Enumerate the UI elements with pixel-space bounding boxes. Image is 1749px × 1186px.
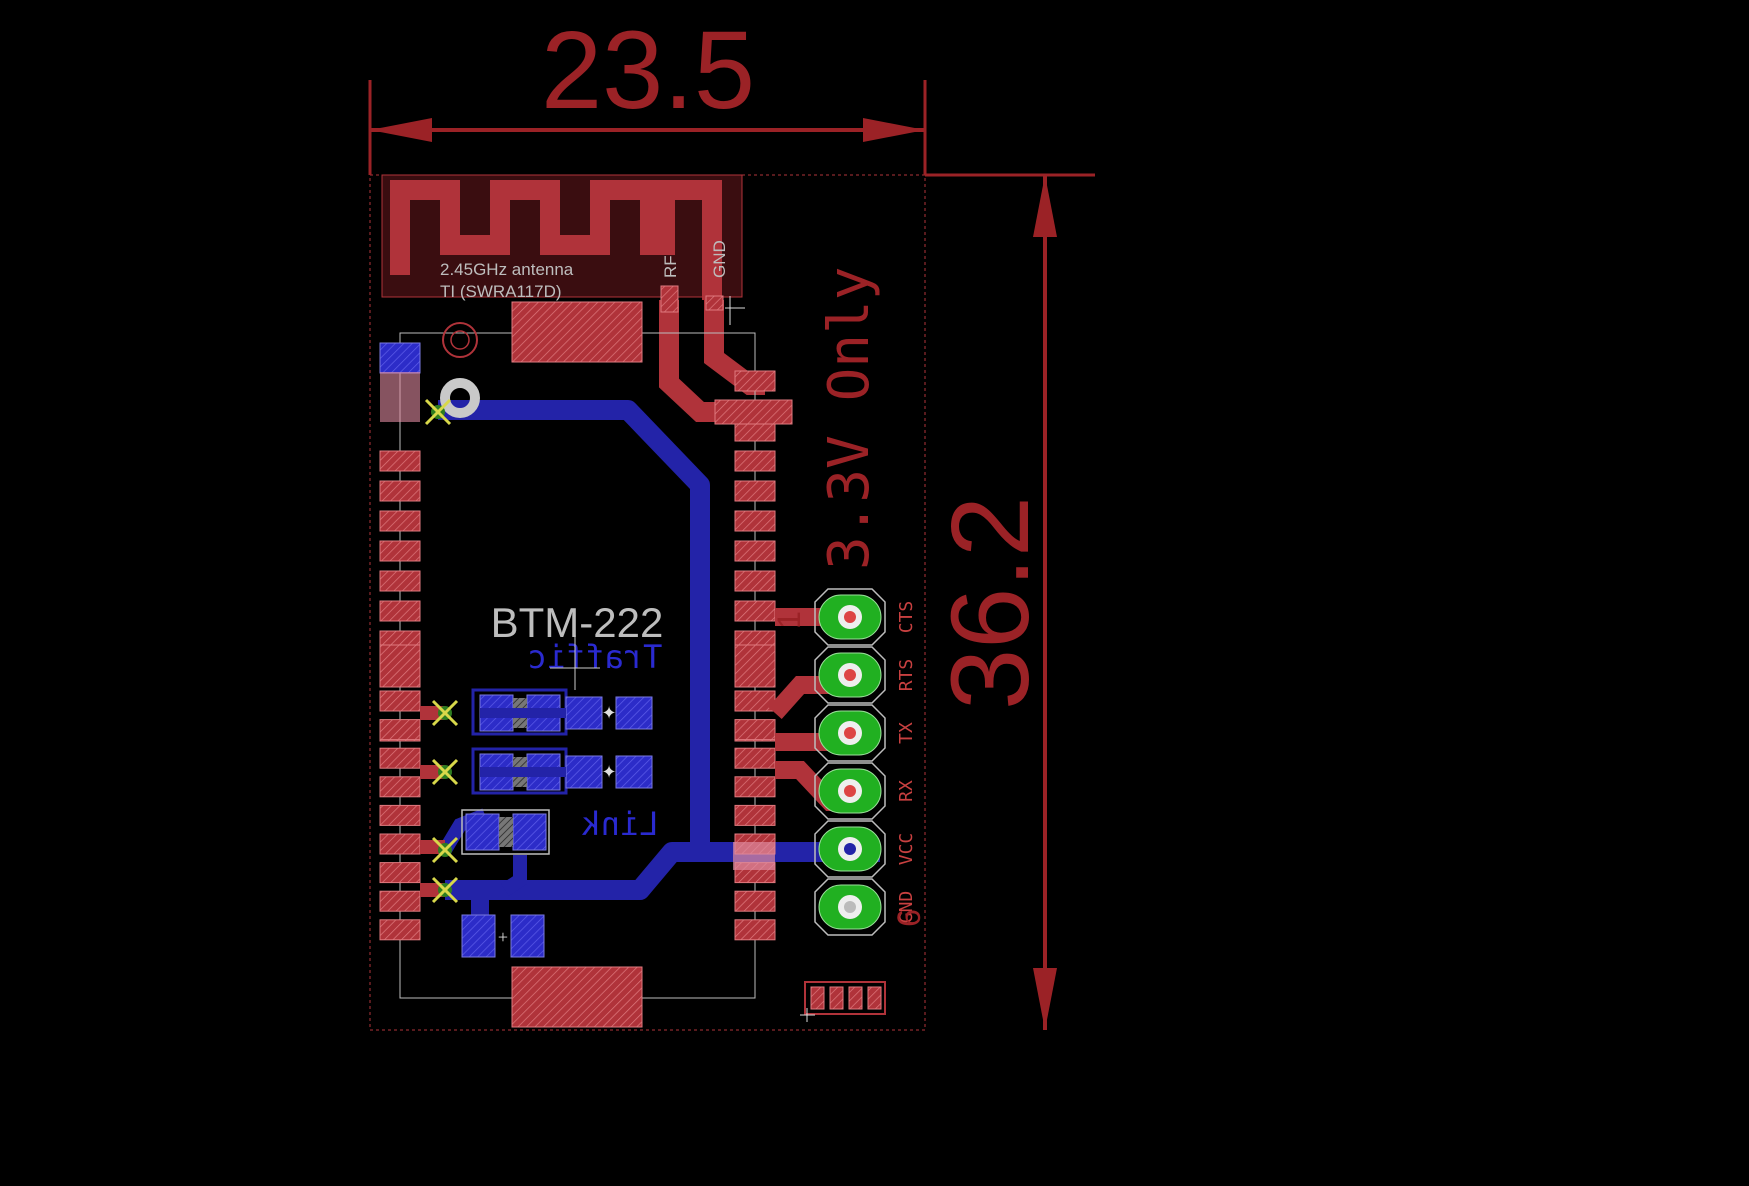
via-top <box>440 378 480 418</box>
height-dimension: 36.2 <box>925 173 1095 1030</box>
via-marker <box>431 699 459 727</box>
header-pin-label: VCC <box>896 833 917 866</box>
width-dimension-label: 23.5 <box>541 9 755 132</box>
left-smd-pad <box>379 862 421 884</box>
right-pad-column <box>734 370 776 941</box>
header-pin-label: RTS <box>896 659 917 692</box>
header-pin-label: TX <box>896 722 917 744</box>
antenna-label-line2: TI (SWRA117D) <box>440 282 562 301</box>
left-smd-pad <box>379 804 421 826</box>
right-wide-pad <box>714 399 793 425</box>
svg-text:+: + <box>498 927 508 947</box>
header-pin-rts: RTS <box>818 652 917 698</box>
header-pin-rx: RX <box>818 768 917 814</box>
left-smd-pad <box>379 747 421 769</box>
mounting-hole <box>442 322 478 358</box>
header-pin-vcc: VCC <box>818 826 917 872</box>
antenna-gnd-label: GND <box>710 240 729 278</box>
header-pin-label: CTS <box>896 601 917 634</box>
right-smd-pad <box>734 776 776 798</box>
traffic-led-group: ✦ <box>471 688 653 736</box>
right-smd-pad <box>734 510 776 532</box>
antenna-trace <box>390 180 722 300</box>
right-smd-pad <box>734 480 776 502</box>
left-smd-pad <box>379 919 421 941</box>
resistor-part <box>461 809 550 855</box>
svg-text:✦: ✦ <box>601 703 616 723</box>
pin-header: CTS RTS TX RX VCC GND <box>814 588 917 936</box>
capacitor-part: + <box>461 914 545 958</box>
left-smd-pad <box>379 450 421 472</box>
traffic-led-label: Traffic <box>528 638 663 676</box>
via-marker <box>431 758 459 786</box>
header-outline <box>814 588 886 936</box>
via-marker <box>424 398 452 426</box>
right-smd-pad <box>734 719 776 741</box>
left-smd-pad <box>379 833 421 855</box>
bottom-trace-gnd <box>445 842 700 900</box>
small-footprint <box>800 981 886 1022</box>
right-smd-pad <box>734 690 776 712</box>
via-marker <box>431 876 459 904</box>
header-first-pin-number: 1 <box>771 611 807 629</box>
left-smd-pad <box>379 510 421 532</box>
height-dimension-label: 36.2 <box>929 496 1052 710</box>
header-last-pin-number: 6 <box>891 909 927 927</box>
antenna-rf-label: RF <box>661 255 680 278</box>
right-smd-pad <box>734 570 776 592</box>
header-pin-label: RX <box>896 780 917 802</box>
left-top-blue-pad <box>379 342 421 374</box>
left-large-pad <box>379 644 421 688</box>
via-markers <box>424 398 459 904</box>
link-led-group: ✦ <box>471 747 653 795</box>
left-smd-pad <box>379 776 421 798</box>
module-name-label: BTM-222 <box>491 599 664 646</box>
antenna-label-line1: 2.45GHz antenna <box>440 260 574 279</box>
left-smd-pad <box>379 690 421 712</box>
right-smd-pad <box>734 370 776 392</box>
left-smd-pad <box>379 480 421 502</box>
left-smd-pad <box>379 890 421 912</box>
top-shield-pad <box>511 301 643 363</box>
link-led-label: Link <box>581 805 658 843</box>
via-marker <box>431 836 459 864</box>
right-smd-pad <box>734 600 776 622</box>
right-smd-pad <box>734 540 776 562</box>
header-pin-label: GND <box>896 891 917 924</box>
right-smd-pad <box>734 450 776 472</box>
bottom-shield-pad <box>511 966 643 1028</box>
right-smd-pad <box>734 804 776 826</box>
right-smd-pad <box>734 919 776 941</box>
width-dimension: 23.5 <box>368 9 927 175</box>
left-pad-column <box>379 450 421 941</box>
left-smd-pad <box>379 540 421 562</box>
svg-text:✦: ✦ <box>601 762 616 782</box>
left-smd-pad <box>379 600 421 622</box>
header-pin-tx: TX <box>818 710 917 756</box>
gnd-feed-pad <box>705 295 724 311</box>
right-smd-pad <box>734 747 776 769</box>
voltage-warning-label: 3.3V Only <box>817 267 882 570</box>
left-smd-pad <box>379 719 421 741</box>
header-pin-gnd: GND <box>818 884 917 930</box>
right-large-pad <box>734 644 776 688</box>
header-pin-cts: CTS <box>818 594 917 640</box>
rf-feed-pad <box>660 285 679 313</box>
right-smd-pad <box>734 890 776 912</box>
left-smd-pad <box>379 570 421 592</box>
